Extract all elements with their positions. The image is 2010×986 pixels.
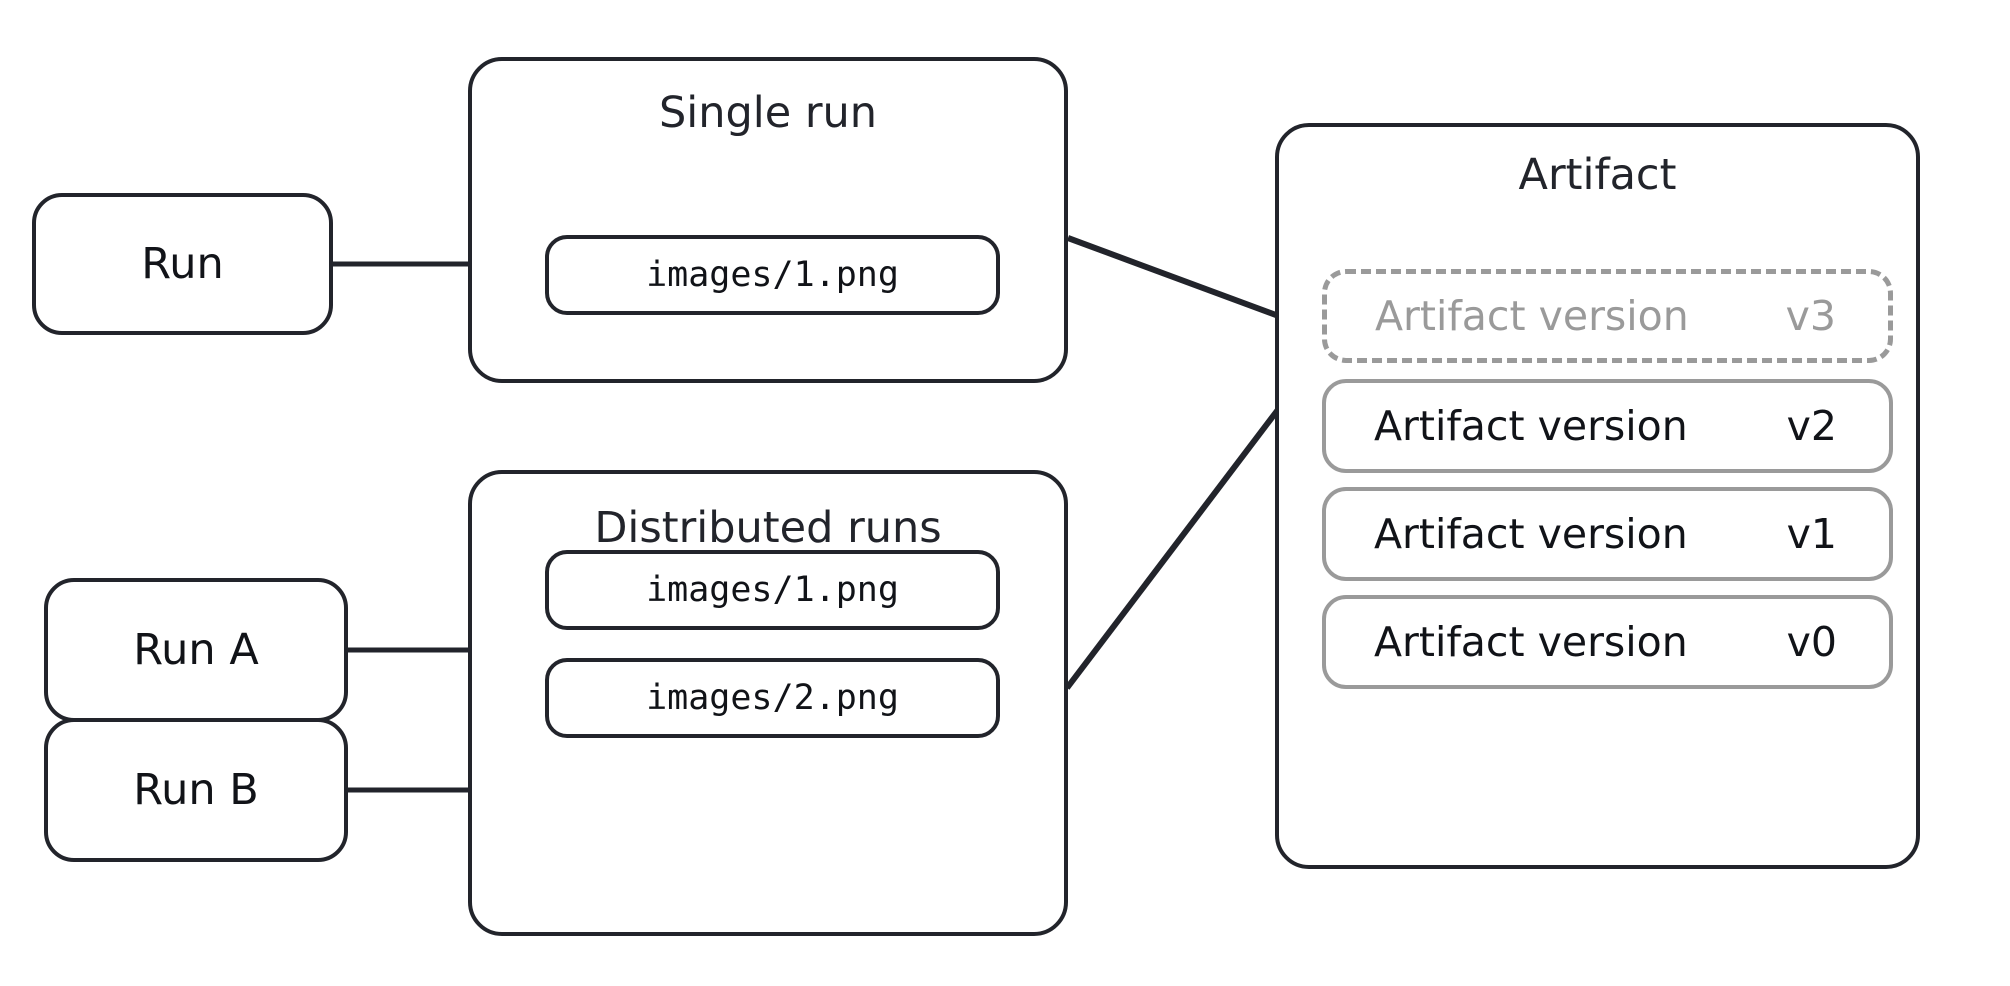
file-path-label: images/1.png — [646, 569, 899, 610]
artifact-version-tag: v3 — [1785, 291, 1836, 340]
artifact-version-row-v2[interactable]: Artifact version v2 — [1322, 379, 1893, 473]
group-single-run: Single run — [468, 57, 1068, 383]
group-single-run-title: Single run — [658, 88, 878, 138]
file-path-label: images/1.png — [646, 254, 899, 295]
node-run[interactable]: Run — [32, 193, 333, 335]
artifact-version-name: Artifact version — [1374, 401, 1688, 450]
node-run-b-label: Run B — [133, 764, 259, 815]
file-box-single-run-1[interactable]: images/1.png — [545, 235, 1000, 315]
group-artifact-title: Artifact — [1518, 150, 1677, 200]
artifact-version-row-v0[interactable]: Artifact version v0 — [1322, 595, 1893, 689]
node-run-label: Run — [141, 238, 224, 289]
artifact-version-tag: v1 — [1786, 509, 1837, 558]
artifact-version-name: Artifact version — [1374, 617, 1688, 666]
artifact-version-tag: v2 — [1786, 401, 1837, 450]
node-run-a[interactable]: Run A — [44, 578, 348, 722]
artifact-version-row-v1[interactable]: Artifact version v1 — [1322, 487, 1893, 581]
group-distributed-runs-title: Distributed runs — [594, 503, 942, 553]
artifact-version-tag: v0 — [1786, 617, 1837, 666]
artifact-version-name: Artifact version — [1374, 509, 1688, 558]
artifact-version-row-v3[interactable]: Artifact version v3 — [1322, 269, 1893, 363]
file-box-distributed-1[interactable]: images/1.png — [545, 550, 1000, 630]
artifact-version-name: Artifact version — [1375, 291, 1689, 340]
node-run-a-label: Run A — [133, 624, 259, 675]
file-path-label: images/2.png — [646, 677, 899, 718]
file-box-distributed-2[interactable]: images/2.png — [545, 658, 1000, 738]
node-run-b[interactable]: Run B — [44, 718, 348, 862]
